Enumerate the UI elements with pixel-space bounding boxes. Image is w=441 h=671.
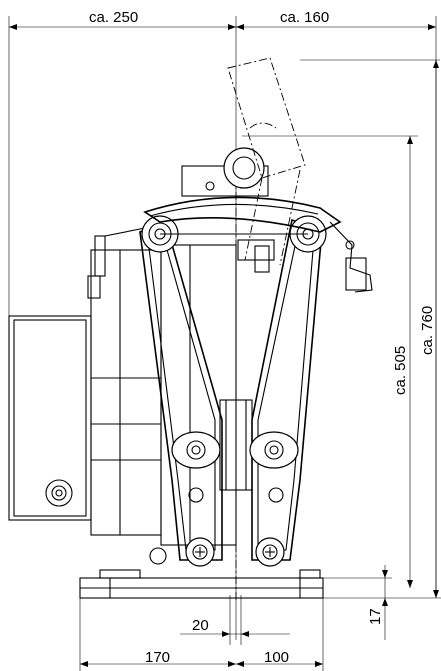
dim-top-right: ca. 160 bbox=[280, 9, 329, 26]
dim-gap: 20 bbox=[192, 617, 209, 634]
right-brake-arm bbox=[249, 215, 327, 567]
dim-top-left: ca. 250 bbox=[89, 9, 138, 26]
top-linkage bbox=[143, 147, 373, 293]
thruster-unit bbox=[8, 227, 162, 536]
dim-bottom-right: 100 bbox=[264, 649, 289, 666]
dim-height-inner: ca. 505 bbox=[392, 346, 409, 395]
base-plate bbox=[79, 569, 324, 599]
dim-base-height: 17 bbox=[367, 608, 384, 625]
dim-bottom-left: 170 bbox=[145, 649, 170, 666]
dimension-lines bbox=[8, 16, 441, 671]
dim-height-total: ca. 760 bbox=[419, 306, 436, 355]
left-brake-arm bbox=[139, 215, 223, 567]
release-rod bbox=[227, 57, 306, 266]
